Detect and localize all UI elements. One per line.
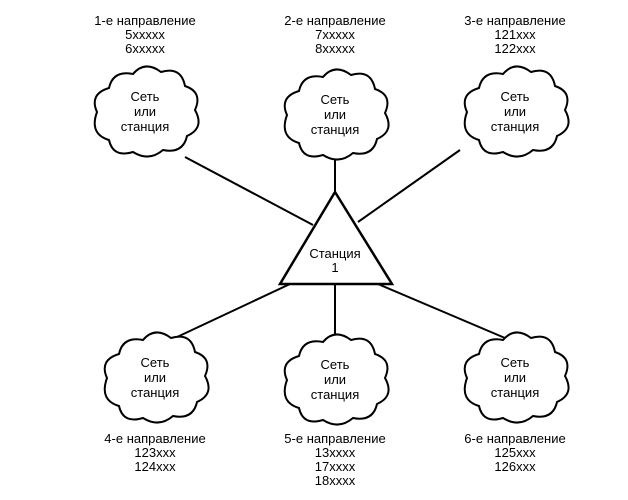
cloud-line: Сеть [500, 355, 530, 370]
link-4 [159, 283, 291, 346]
cloud-5 [283, 333, 390, 426]
station-label: Станция 1 [295, 247, 375, 275]
cloud-line: или [503, 370, 527, 385]
direction-code: 13xxxx [314, 445, 356, 460]
cloud-line: станция [490, 119, 540, 134]
direction-code: 121xxx [494, 27, 536, 42]
cloud-line: станция [490, 385, 540, 400]
station-number: 1 [331, 260, 339, 275]
direction-title: 6-е направление [464, 431, 566, 446]
cloud-line: или [323, 372, 347, 387]
station-triangle [277, 189, 395, 286]
cloud-text-6: Сеть или станция [470, 355, 560, 400]
link-3 [357, 149, 461, 223]
cloud-line: Сеть [320, 357, 350, 372]
cloud-text-4: Сеть или станция [110, 355, 200, 400]
direction-code: 18xxxx [314, 473, 356, 488]
direction-code: 8xxxxx [315, 41, 355, 56]
station-name: Станция [309, 246, 361, 261]
direction-title: 4-е направление [104, 431, 206, 446]
direction-label-5: 5-е направление 13xxxx 17xxxx 18xxxx [255, 432, 415, 488]
cloud-1 [93, 65, 200, 158]
direction-label-6: 6-е направление 125xxx 126xxx [435, 432, 595, 474]
direction-title: 2-е направление [284, 13, 386, 28]
cloud-line: Сеть [320, 92, 350, 107]
link-1 [184, 156, 314, 226]
direction-code: 125xxx [494, 445, 536, 460]
direction-title: 1-е направление [94, 13, 196, 28]
direction-label-3: 3-е направление 121xxx 122xxx [435, 14, 595, 56]
direction-label-4: 4-е направление 123xxx 124xxx [75, 432, 235, 474]
cloud-6 [463, 331, 570, 424]
cloud-line: станция [310, 387, 360, 402]
cloud-line: станция [130, 385, 180, 400]
direction-title: 3-е направление [464, 13, 566, 28]
cloud-text-5: Сеть или станция [290, 357, 380, 402]
direction-code: 7xxxxx [315, 27, 355, 42]
cloud-4 [103, 331, 210, 424]
direction-code: 124xxx [134, 459, 176, 474]
direction-code: 126xxx [494, 459, 536, 474]
cloud-line: станция [120, 119, 170, 134]
cloud-3 [463, 65, 570, 158]
direction-code: 123xxx [134, 445, 176, 460]
cloud-line: или [133, 104, 157, 119]
direction-code: 17xxxx [314, 459, 356, 474]
cloud-line: Сеть [500, 89, 530, 104]
cloud-line: или [503, 104, 527, 119]
cloud-line: Сеть [130, 89, 160, 104]
direction-code: 6xxxxx [125, 41, 165, 56]
cloud-text-2: Сеть или станция [290, 92, 380, 137]
cloud-line: или [143, 370, 167, 385]
cloud-line: станция [310, 122, 360, 137]
cloud-2 [283, 68, 390, 161]
direction-code: 5xxxxx [125, 27, 165, 42]
direction-label-1: 1-е направление 5xxxxx 6xxxxx [65, 14, 225, 56]
direction-code: 122xxx [494, 41, 536, 56]
direction-label-2: 2-е направление 7xxxxx 8xxxxx [255, 14, 415, 56]
direction-title: 5-е направление [284, 431, 386, 446]
link-6 [377, 283, 506, 339]
cloud-text-3: Сеть или станция [470, 89, 560, 134]
cloud-line: Сеть [140, 355, 170, 370]
cloud-text-1: Сеть или станция [100, 89, 190, 134]
cloud-line: или [323, 107, 347, 122]
